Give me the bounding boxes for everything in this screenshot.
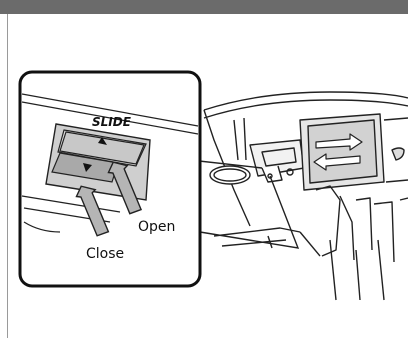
close-label: Close xyxy=(86,246,124,262)
slide-label: SLIDE xyxy=(92,115,132,129)
open-label: Open xyxy=(138,219,175,235)
callout-box: SLIDE Open Close xyxy=(20,72,200,286)
car-interior xyxy=(204,92,408,300)
